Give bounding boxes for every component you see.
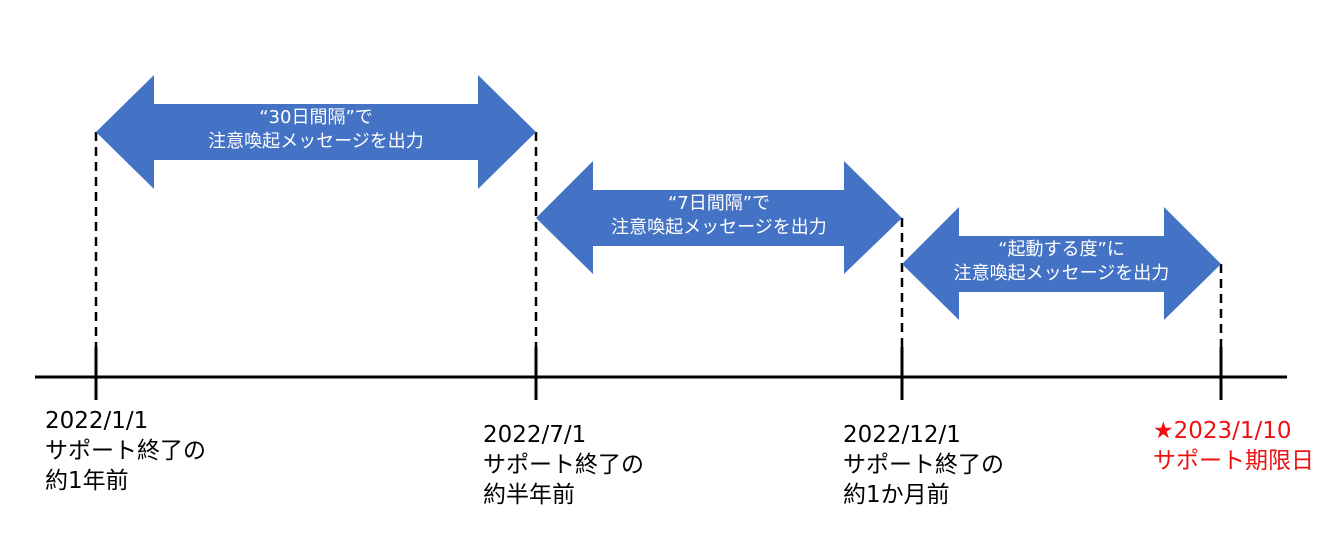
arrow-caption-line1: “起動する度”に [998,239,1125,260]
milestone-date: ★2023/1/10 [1153,418,1292,444]
interval-arrow-30-days [96,75,536,189]
milestone-date: 2022/1/1 [45,408,149,434]
arrow-caption-line2: 注意喚起メッセージを出力 [611,217,827,238]
milestone-2022-12-1: 2022/12/1 サポート終了の 約1か月前 [843,420,1004,510]
milestone-date: 2022/7/1 [483,422,587,448]
milestone-date: 2022/12/1 [843,422,961,448]
arrow-caption-7-days: “7日間隔”で 注意喚起メッセージを出力 [536,192,902,240]
milestone-desc-line1: サポート終了の [45,438,206,464]
arrow-caption-line2: 注意喚起メッセージを出力 [208,131,424,152]
arrow-caption-30-days: “30日間隔”で 注意喚起メッセージを出力 [96,106,536,154]
milestone-desc-line2: 約1年前 [45,468,129,494]
milestone-desc-line1: サポート終了の [843,452,1004,478]
milestone-desc-line2: 約1か月前 [843,482,950,508]
milestone-2022-1-1: 2022/1/1 サポート終了の 約1年前 [45,406,206,496]
interval-arrow-every-launch [902,207,1221,320]
milestone-desc-line1: サポート期限日 [1153,448,1314,474]
milestone-desc-line2: 約半年前 [483,482,575,508]
arrow-caption-line1: “30日間隔”で [259,107,373,128]
interval-arrow-7-days [536,161,902,274]
arrow-caption-line1: “7日間隔”で [667,193,771,214]
arrow-caption-every-launch: “起動する度”に 注意喚起メッセージを出力 [902,238,1221,286]
milestone-support-end: ★2023/1/10 サポート期限日 [1153,416,1314,476]
milestone-desc-line1: サポート終了の [483,452,644,478]
milestone-2022-7-1: 2022/7/1 サポート終了の 約半年前 [483,420,644,510]
arrow-caption-line2: 注意喚起メッセージを出力 [953,263,1170,284]
